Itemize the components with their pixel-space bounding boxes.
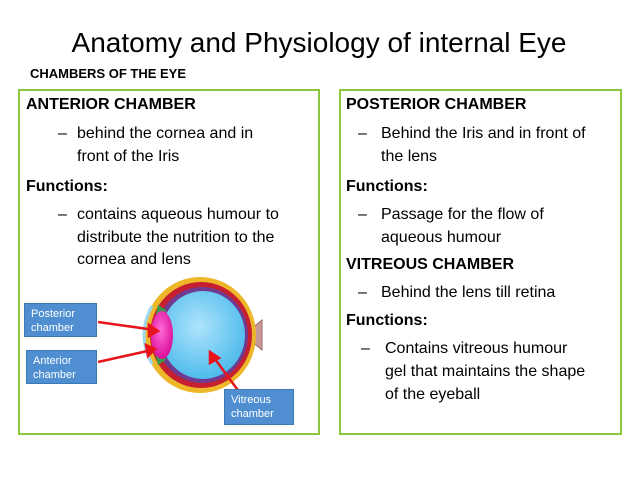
vitreous-chamber-heading: VITREOUS CHAMBER (346, 256, 515, 273)
arrowhead (147, 322, 161, 339)
posterior-chamber-label: Posterior chamber (24, 303, 97, 337)
bullet-dash: – (358, 125, 367, 142)
posterior-location-line1: Behind the Iris and in front of (381, 125, 586, 142)
label-line: chamber (31, 322, 74, 334)
vitreous-function-line1: Contains vitreous humour (385, 340, 568, 357)
section-subtitle: CHAMBERS OF THE EYE (30, 66, 187, 81)
label-line: chamber (231, 408, 274, 420)
bullet-dash: – (58, 206, 67, 223)
slide-title: Anatomy and Physiology of internal Eye (71, 27, 567, 58)
anterior-chamber-heading: ANTERIOR CHAMBER (26, 96, 196, 113)
anterior-function-line1: contains aqueous humour to (77, 206, 279, 223)
posterior-function-line1: Passage for the flow of (381, 206, 544, 223)
arrowhead (208, 349, 222, 366)
anterior-function-line2: distribute the nutrition to the (77, 229, 275, 246)
anterior-location-line1: behind the cornea and in (77, 125, 254, 142)
posterior-location-line2: the lens (381, 148, 438, 165)
bullet-dash: – (358, 284, 367, 301)
anterior-chamber-label: Anterior chamber (26, 350, 97, 384)
bullet-dash: – (58, 125, 67, 142)
label-line: Anterior (33, 355, 72, 367)
posterior-function-line2: aqueous humour (381, 229, 502, 246)
posterior-vitreous-panel: POSTERIOR CHAMBER – Behind the Iris and … (339, 89, 622, 435)
vitreous-chamber-arrow (210, 354, 242, 394)
arrowhead (144, 342, 158, 359)
posterior-chamber-arrow (97, 320, 156, 332)
anterior-chamber-arrow (97, 348, 153, 364)
vitreous-chamber-label: Vitreous chamber (224, 389, 294, 425)
bullet-dash: – (361, 340, 370, 357)
lens-shape (151, 311, 173, 359)
cornea-shape (142, 305, 154, 365)
vitreous-function-line3: of the eyeball (385, 386, 481, 403)
anterior-chamber-panel: ANTERIOR CHAMBER – behind the cornea and… (18, 89, 320, 435)
label-line: Vitreous (231, 394, 272, 406)
vitreous-body-shape (161, 291, 245, 379)
vitreous-location-line1: Behind the lens till retina (381, 284, 556, 301)
label-line: chamber (33, 369, 76, 381)
bullet-dash: – (358, 206, 367, 223)
anterior-functions-label: Functions: (26, 178, 108, 195)
posterior-chamber-heading: POSTERIOR CHAMBER (346, 96, 527, 113)
vitreous-function-line2: gel that maintains the shape (385, 363, 586, 380)
anterior-function-line3: cornea and lens (77, 251, 191, 268)
vitreous-functions-label: Functions: (346, 312, 428, 329)
anterior-location-line2: front of the Iris (77, 148, 180, 165)
posterior-functions-label: Functions: (346, 178, 428, 195)
label-line: Posterior (31, 308, 76, 320)
